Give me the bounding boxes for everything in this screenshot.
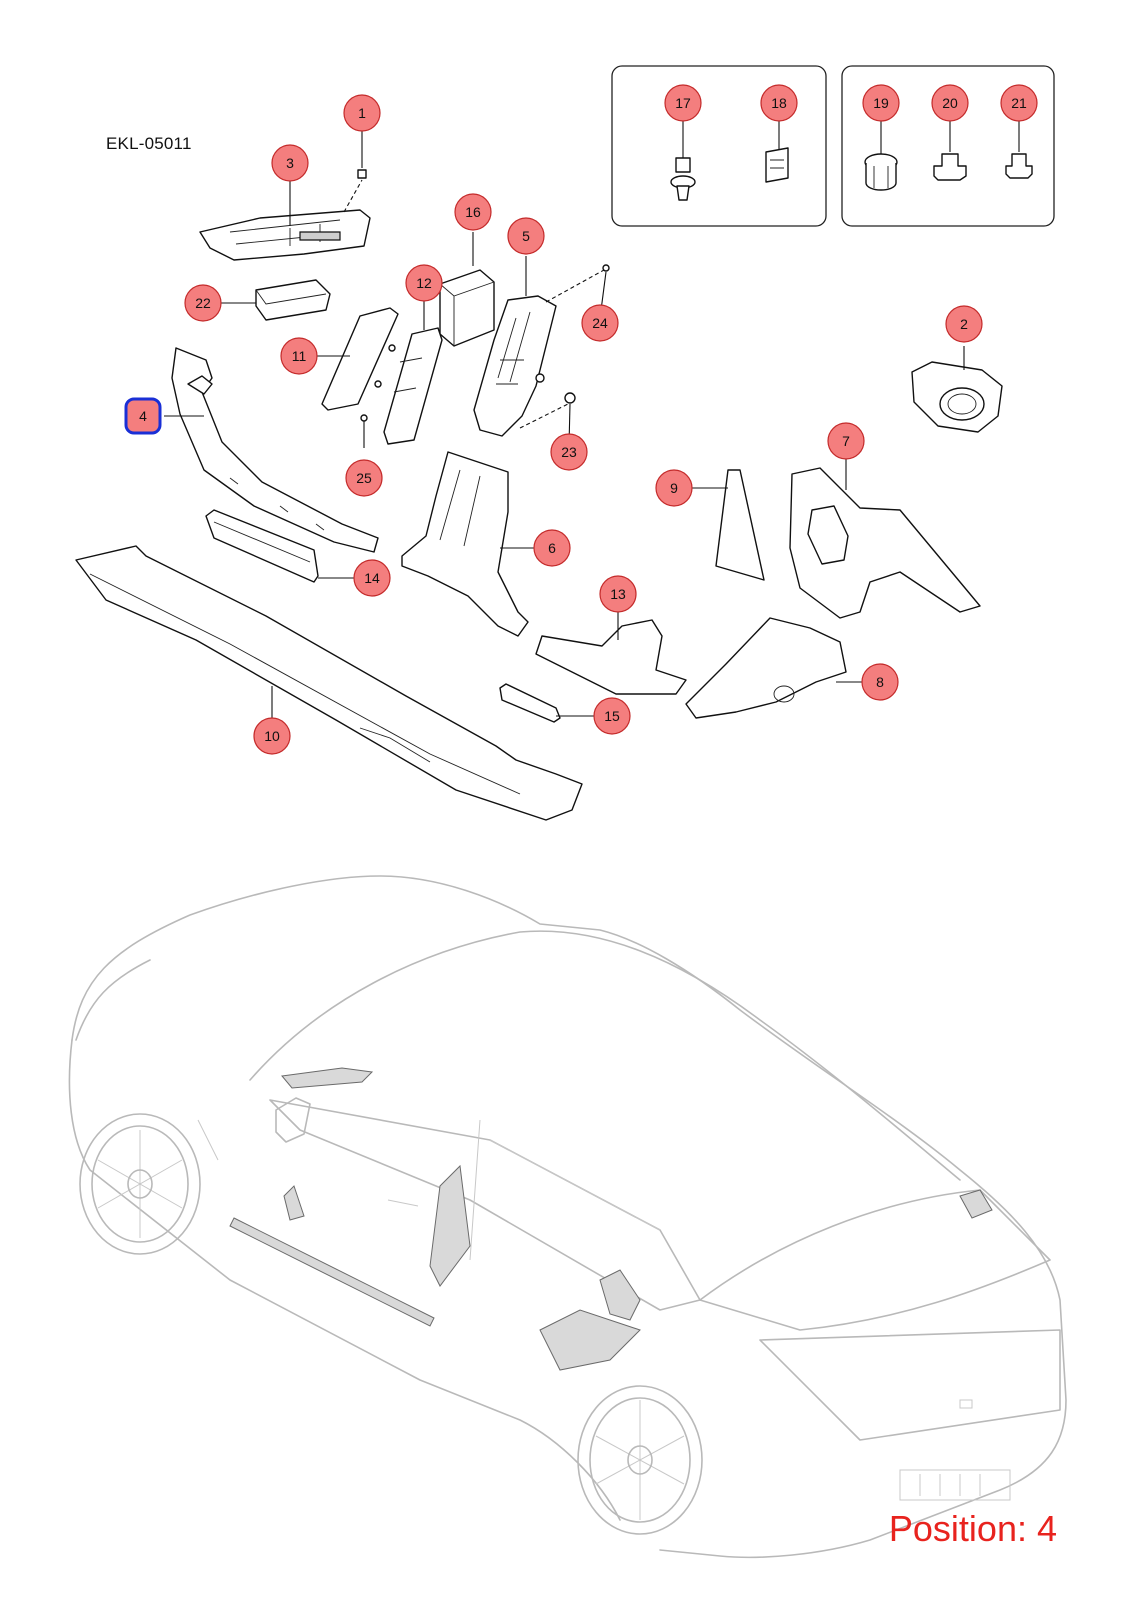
part-21-clip[interactable] (1005, 121, 1033, 179)
svg-text:7: 7 (842, 433, 850, 449)
svg-text:18: 18 (771, 95, 787, 111)
callout-11[interactable]: 11 (280, 337, 318, 375)
part-8-quarter-lower[interactable] (685, 617, 864, 719)
svg-text:15: 15 (604, 708, 620, 724)
part-9-panel[interactable] (690, 469, 765, 581)
svg-text:20: 20 (942, 95, 958, 111)
callout-2[interactable]: 2 (945, 305, 983, 343)
part-13-trim[interactable] (535, 612, 687, 695)
callout-9[interactable]: 9 (655, 469, 693, 507)
callout-4-selected[interactable]: 4 (124, 397, 162, 435)
callout-5[interactable]: 5 (507, 217, 545, 255)
callout-19[interactable]: 19 (862, 84, 900, 122)
callout-15[interactable]: 15 (593, 697, 631, 735)
part-18-clip[interactable] (765, 121, 789, 183)
svg-text:16: 16 (465, 204, 481, 220)
callout-16[interactable]: 16 (454, 193, 492, 231)
car-overview-illustration (68, 875, 1067, 1559)
callout-1[interactable]: 1 (343, 94, 381, 132)
svg-text:1: 1 (358, 105, 366, 121)
part-14-sill-strip[interactable] (205, 509, 354, 583)
svg-text:5: 5 (522, 228, 530, 244)
svg-text:19: 19 (873, 95, 889, 111)
part-5-b-pillar-upper[interactable] (473, 256, 610, 447)
fastener-box-right (841, 65, 1055, 227)
part-15-strip[interactable] (499, 683, 596, 723)
svg-text:6: 6 (548, 540, 556, 556)
part-4-kick-panel[interactable] (164, 347, 379, 553)
callout-24[interactable]: 24 (581, 304, 619, 342)
svg-text:12: 12 (416, 275, 432, 291)
part-3-a-pillar-trim[interactable] (199, 131, 371, 261)
svg-text:4: 4 (139, 408, 147, 424)
part-25-screw[interactable] (360, 414, 368, 448)
part-19-grommet[interactable] (864, 121, 898, 191)
part-6-b-pillar-lower[interactable] (401, 451, 536, 637)
part-12-panel[interactable] (374, 300, 443, 445)
part-22-foam-block[interactable] (221, 279, 331, 321)
svg-text:3: 3 (286, 155, 294, 171)
svg-text:23: 23 (561, 444, 577, 460)
svg-text:10: 10 (264, 728, 280, 744)
callout-13[interactable]: 13 (599, 575, 637, 613)
callout-17[interactable]: 17 (664, 84, 702, 122)
callout-18[interactable]: 18 (760, 84, 798, 122)
svg-text:9: 9 (670, 480, 678, 496)
svg-text:17: 17 (675, 95, 691, 111)
part-2-speaker-cover[interactable] (911, 346, 1003, 433)
fastener-box-left (611, 65, 827, 227)
part-10-sill-panel[interactable] (75, 545, 583, 821)
callout-25[interactable]: 25 (345, 459, 383, 497)
diagram-code: EKL-05011 (106, 134, 192, 153)
part-20-clip[interactable] (933, 121, 967, 181)
callout-20[interactable]: 20 (931, 84, 969, 122)
callout-10[interactable]: 10 (253, 717, 291, 755)
callout-7[interactable]: 7 (827, 422, 865, 460)
svg-text:21: 21 (1011, 95, 1027, 111)
callout-8[interactable]: 8 (861, 663, 899, 701)
svg-text:8: 8 (876, 674, 884, 690)
part-7-c-pillar-trim[interactable] (789, 458, 981, 619)
svg-text:22: 22 (195, 295, 211, 311)
callout-14[interactable]: 14 (353, 559, 391, 597)
callout-23[interactable]: 23 (550, 433, 588, 471)
callout-22[interactable]: 22 (184, 284, 222, 322)
callout-6[interactable]: 6 (533, 529, 571, 567)
svg-text:14: 14 (364, 570, 380, 586)
position-label: Position: 4 (888, 1508, 1057, 1549)
svg-text:24: 24 (592, 315, 608, 331)
part-11-panel[interactable] (316, 307, 399, 411)
callout-12[interactable]: 12 (405, 264, 443, 302)
svg-text:25: 25 (356, 470, 372, 486)
callout-3[interactable]: 3 (271, 144, 309, 182)
svg-text:13: 13 (610, 586, 626, 602)
svg-text:2: 2 (960, 316, 968, 332)
part-16-foam-block[interactable] (439, 232, 495, 347)
part-17-push-rivet[interactable] (670, 121, 696, 201)
svg-text:11: 11 (292, 348, 307, 364)
callout-21[interactable]: 21 (1000, 84, 1038, 122)
